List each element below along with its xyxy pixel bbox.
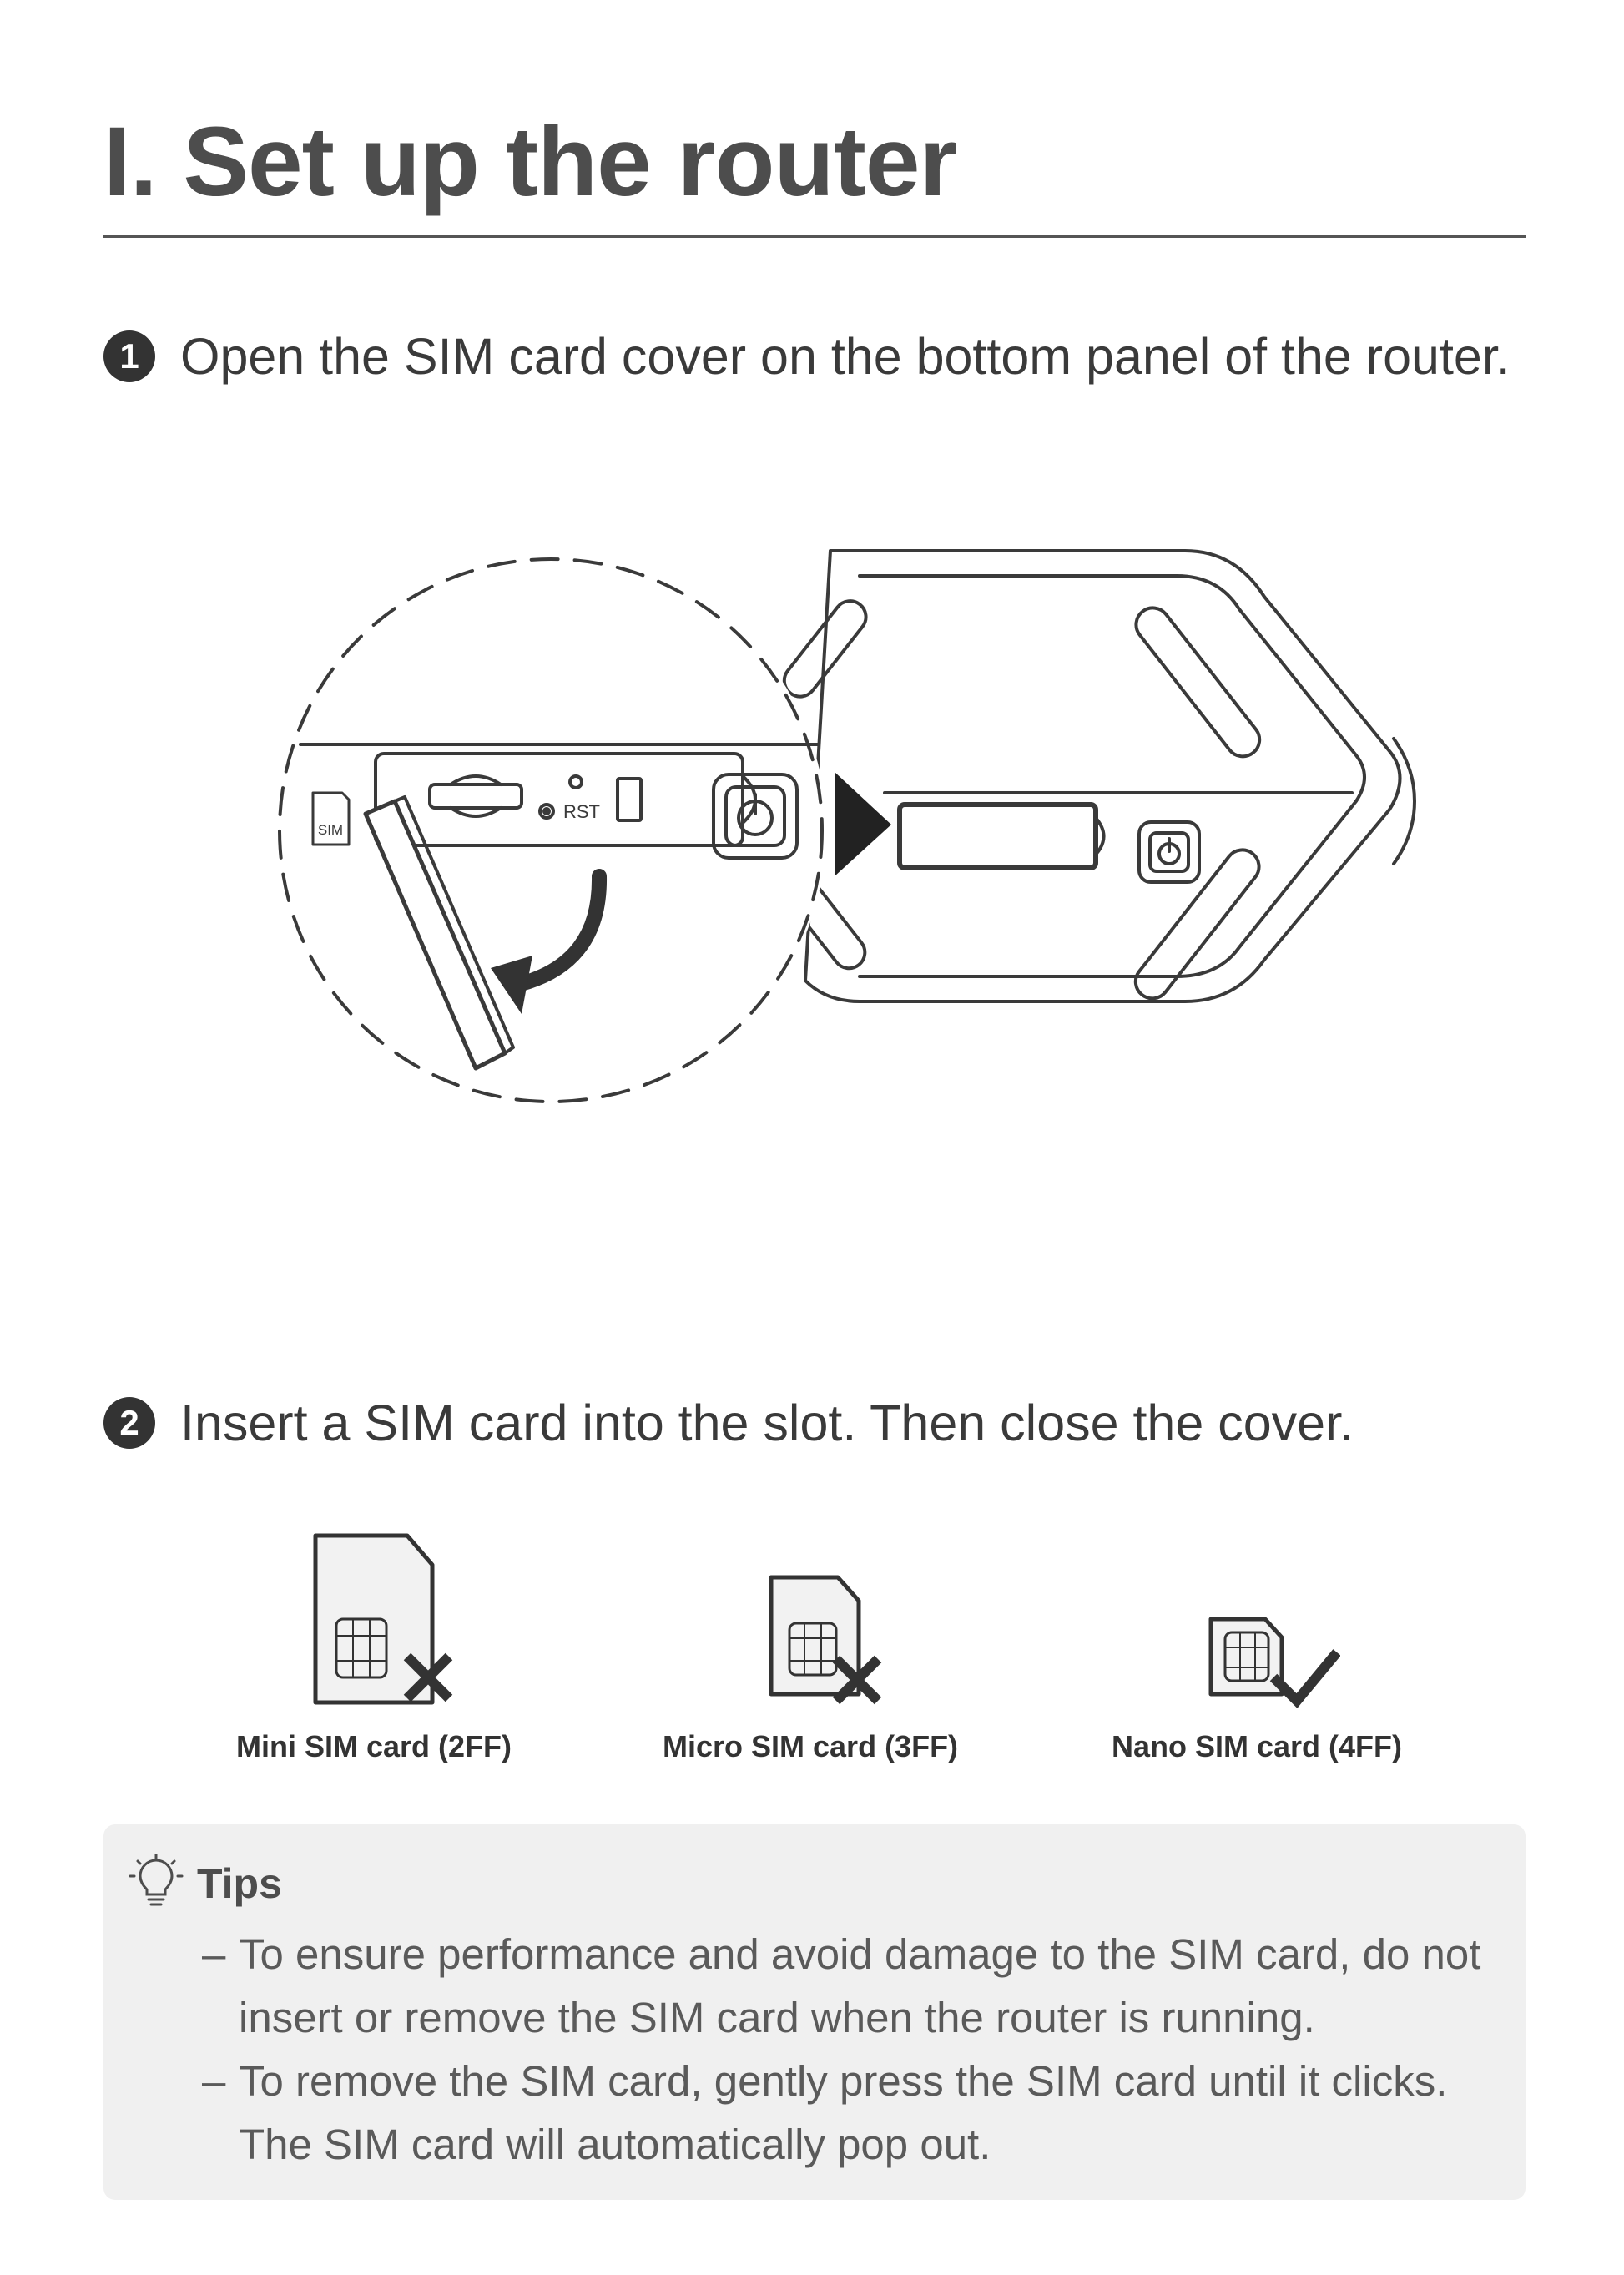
pointer-triangle xyxy=(835,772,891,876)
step-2-number-badge: 2 xyxy=(103,1397,155,1449)
tip-dash: – xyxy=(202,1930,226,1978)
sim-label-mini: Mini SIM card (2FF) xyxy=(235,1729,512,1763)
sim-type-nano: Nano SIM card (4FF) xyxy=(1107,1527,1407,1764)
tips-header: Tips xyxy=(127,1854,282,1913)
lightbulb-icon xyxy=(129,1854,184,1906)
router-bottom-illustration: SIM RST xyxy=(275,549,1416,1106)
step-2: 2 Insert a SIM card into the slot. Then … xyxy=(103,1394,1354,1452)
tip-item-1: – To ensure performance and avoid damage… xyxy=(202,1923,1504,2050)
sim-label-nano: Nano SIM card (4FF) xyxy=(1111,1729,1403,1763)
illustration-rst-label: RST xyxy=(563,801,600,822)
tip-dash: – xyxy=(202,2057,226,2105)
cross-icon xyxy=(403,1652,453,1702)
sim-label-box xyxy=(311,791,351,846)
tips-list: – To ensure performance and avoid damage… xyxy=(202,1923,1504,2177)
illustration-sim-label: SIM xyxy=(318,822,343,838)
step-1-number-badge: 1 xyxy=(103,330,155,382)
title-divider xyxy=(103,235,1526,238)
tip-text-2: To remove the SIM card, gently press the… xyxy=(239,2057,1448,2168)
check-icon xyxy=(1269,1649,1340,1708)
step-1-text: Open the SIM card cover on the bottom pa… xyxy=(180,328,1511,385)
page-title: I. Set up the router xyxy=(103,107,957,217)
zoom-power-button xyxy=(712,773,799,860)
sim-card-icon xyxy=(1208,1617,1340,1708)
sim-card-icon xyxy=(313,1533,453,1705)
zoom-circle xyxy=(278,557,824,1103)
sim-card-types: Mini SIM card (2FF) Micro SIM card (3FF) xyxy=(0,1527,1624,1778)
sim-slot-housing xyxy=(374,752,744,847)
curved-arrow-icon xyxy=(491,869,608,1014)
sim-label-micro: Micro SIM card (3FF) xyxy=(663,1729,959,1763)
tip-item-2: – To remove the SIM card, gently press t… xyxy=(202,2050,1504,2177)
router-body-inner xyxy=(858,574,1366,978)
tip-text-1: To ensure performance and avoid damage t… xyxy=(239,1930,1481,2041)
step-2-text: Insert a SIM card into the slot. Then cl… xyxy=(180,1395,1354,1451)
router-side-tab xyxy=(1392,737,1416,865)
cross-icon xyxy=(832,1655,882,1705)
tips-panel: Tips – To ensure performance and avoid d… xyxy=(103,1824,1526,2200)
sim-card-icon xyxy=(769,1575,882,1705)
vent-top-right xyxy=(1134,606,1262,759)
vent-bottom-right xyxy=(1133,848,1261,1001)
tips-title: Tips xyxy=(197,1860,282,1907)
vent-top-left xyxy=(782,599,868,699)
step-1: 1 Open the SIM card cover on the bottom … xyxy=(103,327,1511,386)
router-sim-slot xyxy=(897,802,1098,870)
sim-type-mini: Mini SIM card (2FF) xyxy=(232,1527,516,1764)
router-body-outline xyxy=(804,549,1402,1003)
router-power-button xyxy=(1137,820,1201,884)
sim-type-micro: Micro SIM card (3FF) xyxy=(663,1527,959,1764)
